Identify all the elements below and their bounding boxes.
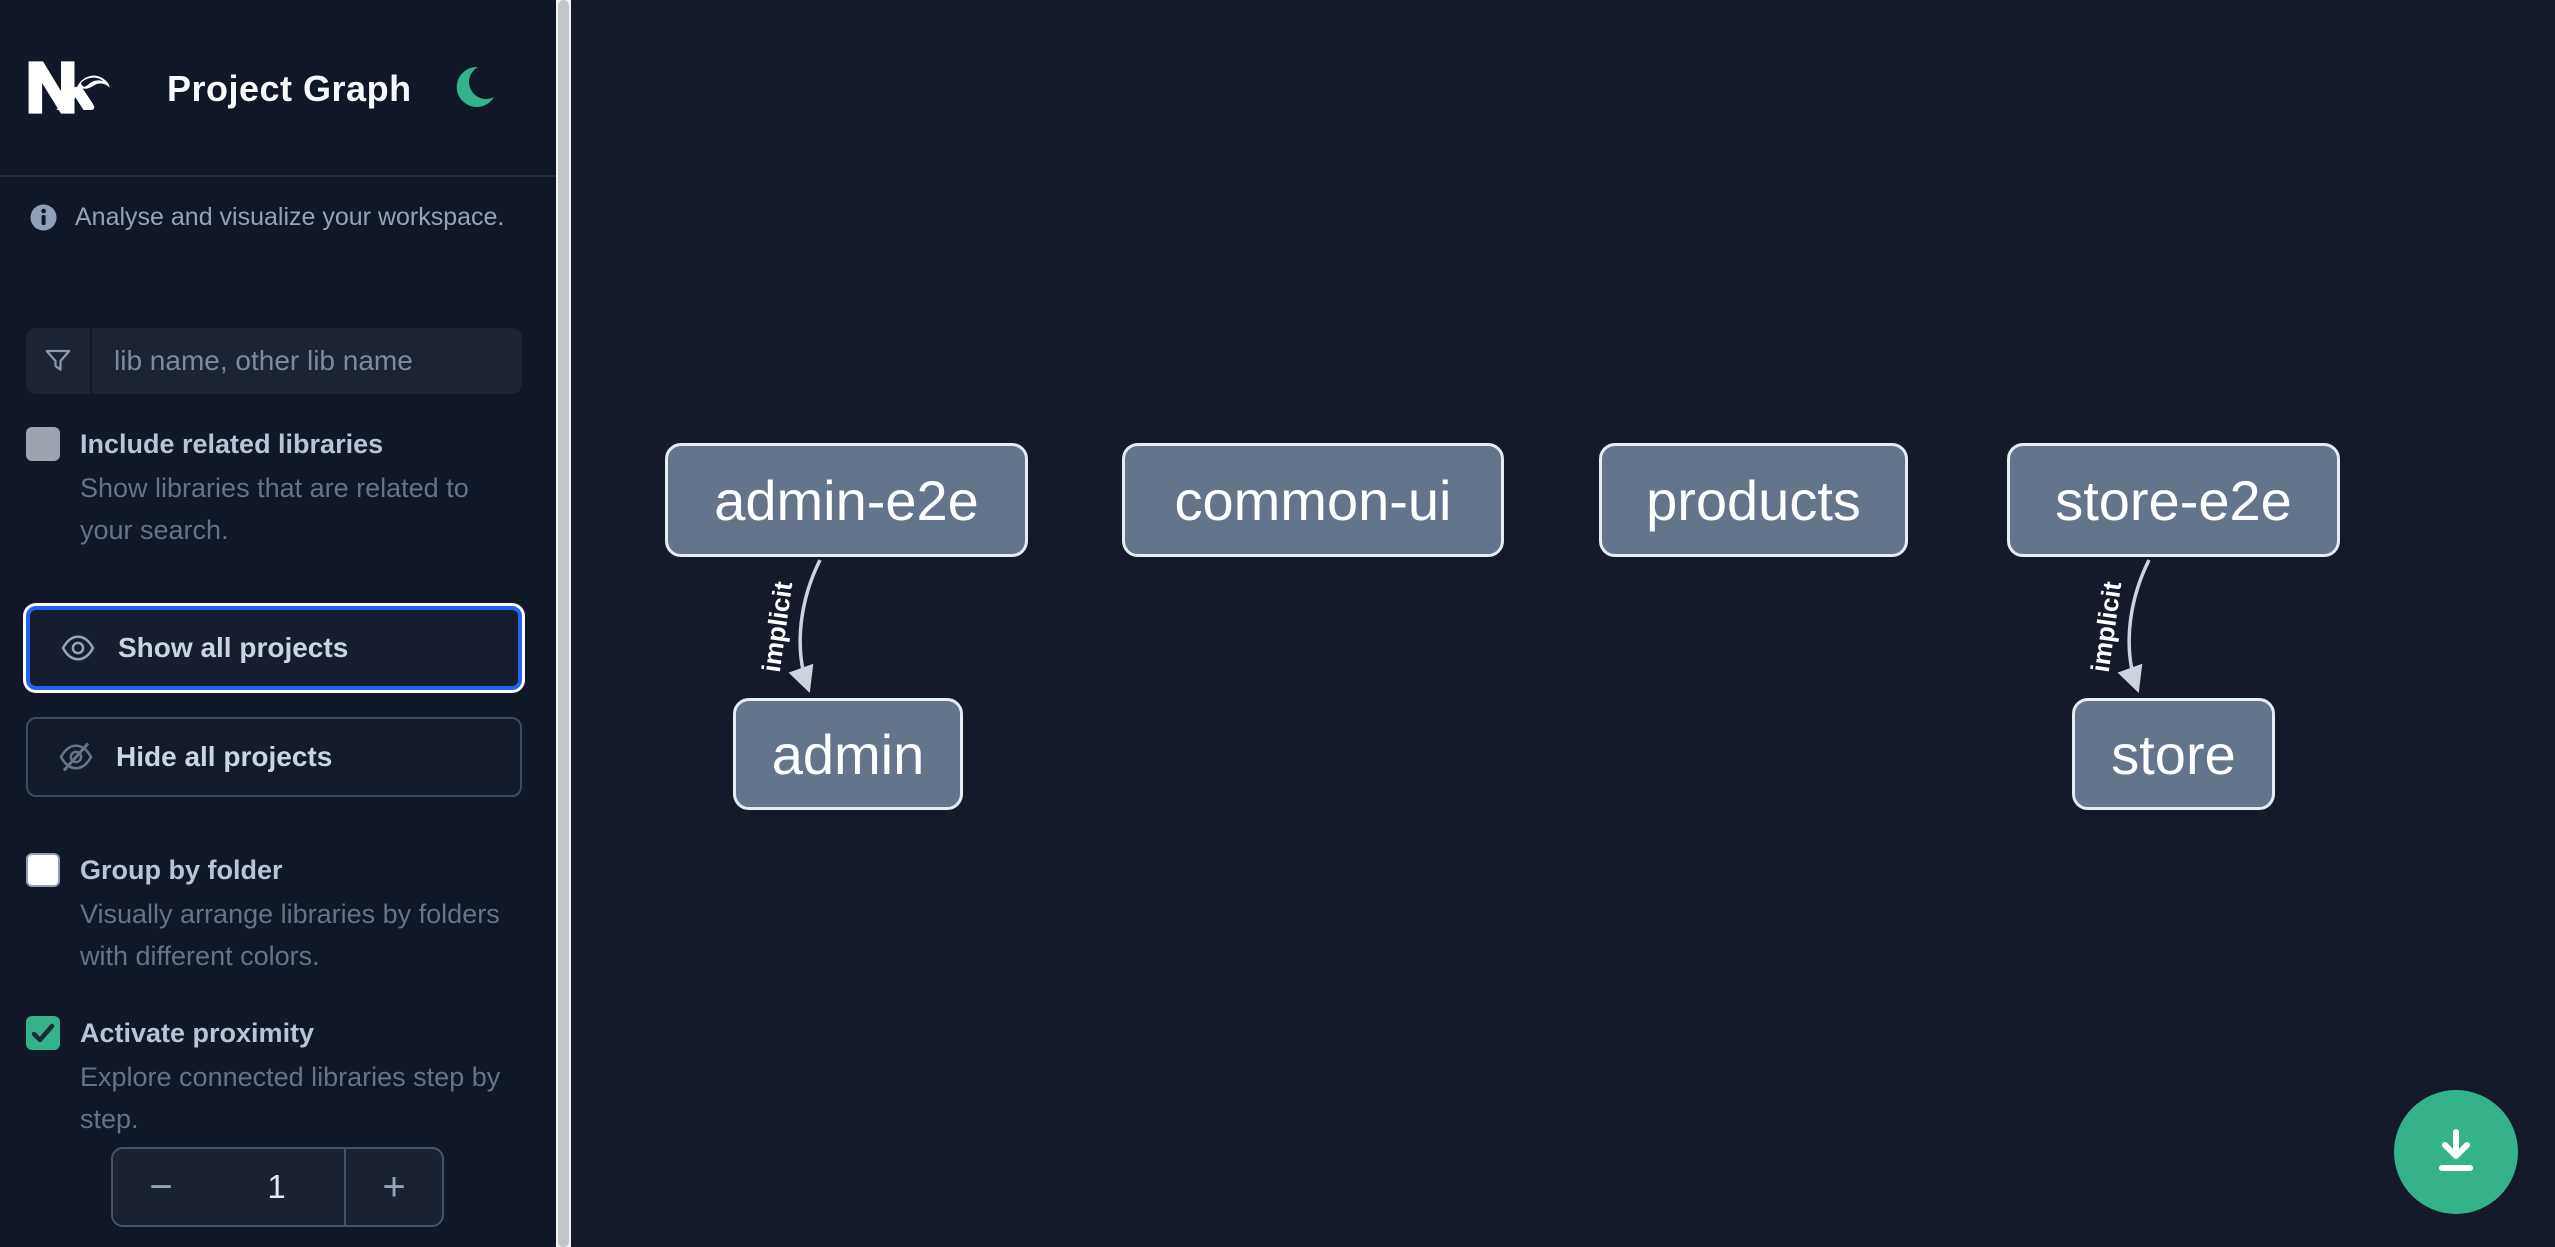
search-input[interactable] <box>92 328 522 394</box>
group-by-folder-checkbox[interactable] <box>26 853 60 887</box>
project-node-store-e2e[interactable]: store-e2e <box>2007 443 2340 557</box>
search-box <box>26 328 522 394</box>
hide-all-projects-label: Hide all projects <box>116 741 333 772</box>
include-related-label: Include related libraries <box>80 429 384 459</box>
tagline-text: Analyse and visualize your workspace. <box>75 203 505 231</box>
eye-icon <box>61 635 95 661</box>
nx-logo-icon <box>28 61 110 114</box>
toggle-activate-proximity: Activate proximity Explore connected lib… <box>26 1014 526 1140</box>
download-icon <box>2439 1129 2473 1171</box>
sidebar-header: Project Graph <box>0 0 556 177</box>
edge-label-implicit-admin: implicit <box>756 579 798 674</box>
activate-proximity-label: Activate proximity <box>80 1018 315 1048</box>
include-related-description: Show libraries that are related to your … <box>80 473 469 545</box>
project-node-admin-e2e[interactable]: admin-e2e <box>665 443 1028 557</box>
hide-all-projects-button[interactable]: Hide all projects <box>26 717 522 797</box>
workspace-tagline-row: Analyse and visualize your workspace. <box>30 203 504 232</box>
activate-proximity-checkbox[interactable] <box>26 1016 60 1050</box>
project-node-common-ui[interactable]: common-ui <box>1122 443 1504 557</box>
edge-store-e2e-to-store[interactable] <box>2117 559 2151 693</box>
include-related-checkbox[interactable] <box>26 427 60 461</box>
stepper-decrement-button[interactable]: − <box>113 1149 209 1225</box>
project-node-products[interactable]: products <box>1599 443 1908 557</box>
sidebar-scrollbar <box>556 0 571 1247</box>
moon-icon <box>456 66 494 107</box>
project-node-store[interactable]: store <box>2072 698 2275 810</box>
edge-label-implicit-store: implicit <box>2085 579 2127 674</box>
show-all-projects-button[interactable]: Show all projects <box>26 606 522 690</box>
group-by-folder-label: Group by folder <box>80 855 283 885</box>
stepper-value: 1 <box>209 1149 346 1225</box>
graph-canvas[interactable]: implicit implicit admin-e2e common-ui pr… <box>571 0 2555 1247</box>
project-node-admin[interactable]: admin <box>733 698 963 810</box>
download-graph-button[interactable] <box>2394 1090 2518 1214</box>
activate-proximity-description: Explore connected libraries step by step… <box>80 1062 501 1134</box>
proximity-depth-stepper: − 1 + <box>111 1147 444 1227</box>
info-icon <box>30 204 57 231</box>
checkmark-icon <box>31 1023 55 1043</box>
group-by-folder-description: Visually arrange libraries by folders wi… <box>80 899 500 971</box>
theme-toggle-button[interactable] <box>448 62 500 114</box>
sidebar: Project Graph Analyse and visualize your… <box>0 0 556 1247</box>
toggle-group-by-folder: Group by folder Visually arrange librari… <box>26 851 526 977</box>
eye-off-icon <box>59 742 93 772</box>
toggle-include-related: Include related libraries Show libraries… <box>26 425 526 551</box>
edge-admin-e2e-to-admin[interactable] <box>788 559 822 693</box>
sidebar-scrollbar-thumb[interactable] <box>558 0 569 1247</box>
graph-edges: implicit implicit <box>756 559 2151 693</box>
show-all-projects-label: Show all projects <box>118 632 349 663</box>
stepper-increment-button[interactable]: + <box>346 1149 442 1225</box>
filter-funnel-icon <box>26 328 92 394</box>
page-title: Project Graph <box>167 68 412 109</box>
